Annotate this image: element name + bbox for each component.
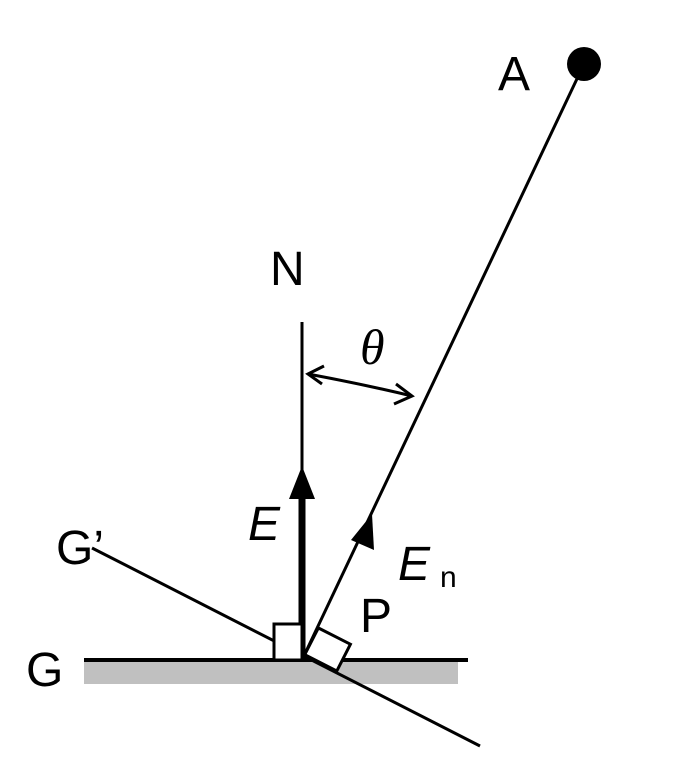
angle-arc [307, 372, 413, 398]
right-angle-marker-ground [272, 622, 304, 662]
label-tilted-ground: G’ [56, 522, 104, 575]
point-a-dot [567, 47, 601, 81]
label-ground: G [26, 644, 63, 697]
label-normal-component: E [398, 538, 431, 591]
ground-shading [84, 662, 458, 684]
normal-component-arrowhead [351, 514, 374, 550]
label-angle: θ [360, 319, 385, 375]
angle-arc-arrow-left [305, 364, 325, 386]
label-point-a: A [498, 48, 530, 101]
angle-arc-arrow-right [393, 382, 415, 406]
label-normal-component-subscript: n [440, 561, 457, 594]
field-vector-arrowhead [289, 466, 315, 499]
label-normal: N [270, 243, 305, 296]
ray-to-source [300, 63, 586, 661]
label-field-vector: E [248, 498, 281, 551]
label-point-p: P [360, 590, 392, 643]
